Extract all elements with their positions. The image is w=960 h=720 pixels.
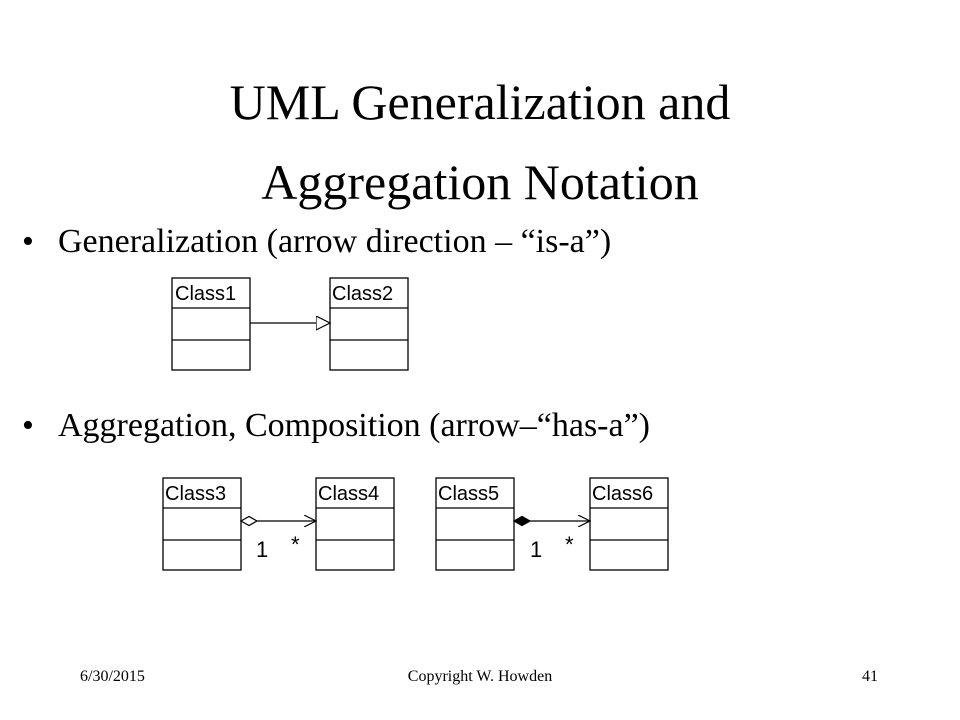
slide-title-line2: Aggregation Notation [261, 154, 699, 210]
aggregation-multiplicity-target: * [291, 532, 300, 557]
class-box-class5: Class5 [435, 477, 515, 571]
filled-diamond-icon [512, 515, 532, 527]
composition-multiplicity-target: * [565, 532, 574, 557]
bullet-aggregation: • Aggregation, Composition (arrow–“has-a”… [22, 406, 650, 446]
class-box-class1: Class1 [171, 277, 251, 371]
class-box-class2: Class2 [329, 277, 409, 371]
class-box-class3: Class3 [162, 477, 242, 571]
slide-title: UML Generalization and Aggregation Notat… [0, 62, 960, 222]
class-box-class4: Class4 [315, 477, 395, 571]
bullet-marker: • [22, 223, 34, 260]
slide-title-line1: UML Generalization and [229, 74, 731, 130]
aggregation-association: 1 * [239, 515, 316, 562]
class6-label: Class6 [592, 483, 653, 505]
composition-association: 1 * [512, 515, 590, 562]
bullet-text: Aggregation, Composition (arrow–“has-a”) [58, 407, 650, 444]
aggregation-multiplicity-source: 1 [256, 537, 268, 562]
hollow-diamond-icon [239, 515, 259, 527]
class1-label: Class1 [175, 283, 236, 305]
bullet-text: Generalization (arrow direction – “is-a”… [58, 223, 612, 260]
class2-label: Class2 [332, 283, 393, 305]
composition-multiplicity-source: 1 [530, 537, 542, 562]
class-box-class6: Class6 [589, 477, 669, 571]
class3-label: Class3 [165, 483, 226, 505]
footer-copyright: Copyright W. Howden [407, 668, 553, 685]
bullet-generalization: • Generalization (arrow direction – “is-a… [22, 222, 611, 262]
footer-date: 6/30/2015 [80, 668, 145, 685]
class4-label: Class4 [318, 483, 379, 505]
class5-label: Class5 [438, 483, 499, 505]
footer-page-number: 41 [862, 668, 878, 685]
bullet-marker: • [22, 407, 34, 444]
